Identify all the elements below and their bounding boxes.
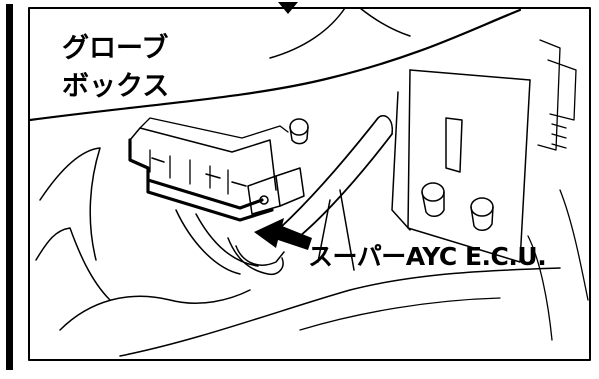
- upper-bolt: [289, 118, 309, 145]
- right-wiring-1: [537, 39, 561, 151]
- ecu-label: スーパーAYC E.C.U.: [308, 242, 547, 271]
- frame-border: [28, 7, 591, 361]
- left-trim-curve-3: [59, 289, 251, 331]
- wire-harness-1: [175, 209, 241, 275]
- bracket-bolt-right: [470, 197, 494, 231]
- dash-upper-line: [359, 7, 411, 37]
- ecu-top-ridge: [139, 117, 289, 139]
- wire-connector: [235, 245, 285, 266]
- right-wiring-3: [551, 123, 567, 149]
- diagonal-duct-end: [377, 114, 393, 135]
- lower-floor-line-2: [299, 297, 501, 331]
- ecu-mount-hole: [259, 195, 269, 205]
- ecu-pointer-arrow: [254, 218, 312, 250]
- ecu-box-face: [149, 149, 229, 195]
- glovebox-label-line1: グローブ: [62, 33, 169, 64]
- wire-harness-2: [195, 213, 259, 267]
- glovebox-panel-inner: [269, 7, 346, 59]
- pillar-slot: [445, 117, 463, 173]
- outer-frame: [6, 4, 13, 370]
- ecu-box-upper: [129, 127, 277, 191]
- ecu-mount-arm: [275, 167, 305, 207]
- diagonal-duct-top: [279, 117, 379, 229]
- wire-harness-3: [227, 237, 284, 276]
- diagonal-duct-bottom: [299, 133, 393, 237]
- top-pointer-arrow: [278, 2, 298, 14]
- pillar-top: [409, 69, 531, 81]
- pillar-left-edge: [391, 91, 411, 231]
- ecu-box-lower-edge: [146, 178, 264, 210]
- left-trim-curve-1: [39, 147, 101, 261]
- pillar-right-edge: [407, 69, 531, 263]
- right-wiring-4: [559, 189, 589, 301]
- glovebox-panel-edge: [28, 8, 522, 122]
- right-wiring-2: [547, 59, 577, 121]
- glovebox-label-line2: ボックス: [62, 71, 170, 102]
- lower-floor-line: [119, 267, 561, 357]
- bracket-bolt-left: [421, 182, 445, 217]
- left-trim-curve-2: [35, 227, 111, 301]
- center-console-edge: [317, 189, 355, 271]
- ecu-connector-marks: [151, 157, 247, 187]
- right-lower-curve: [527, 235, 553, 341]
